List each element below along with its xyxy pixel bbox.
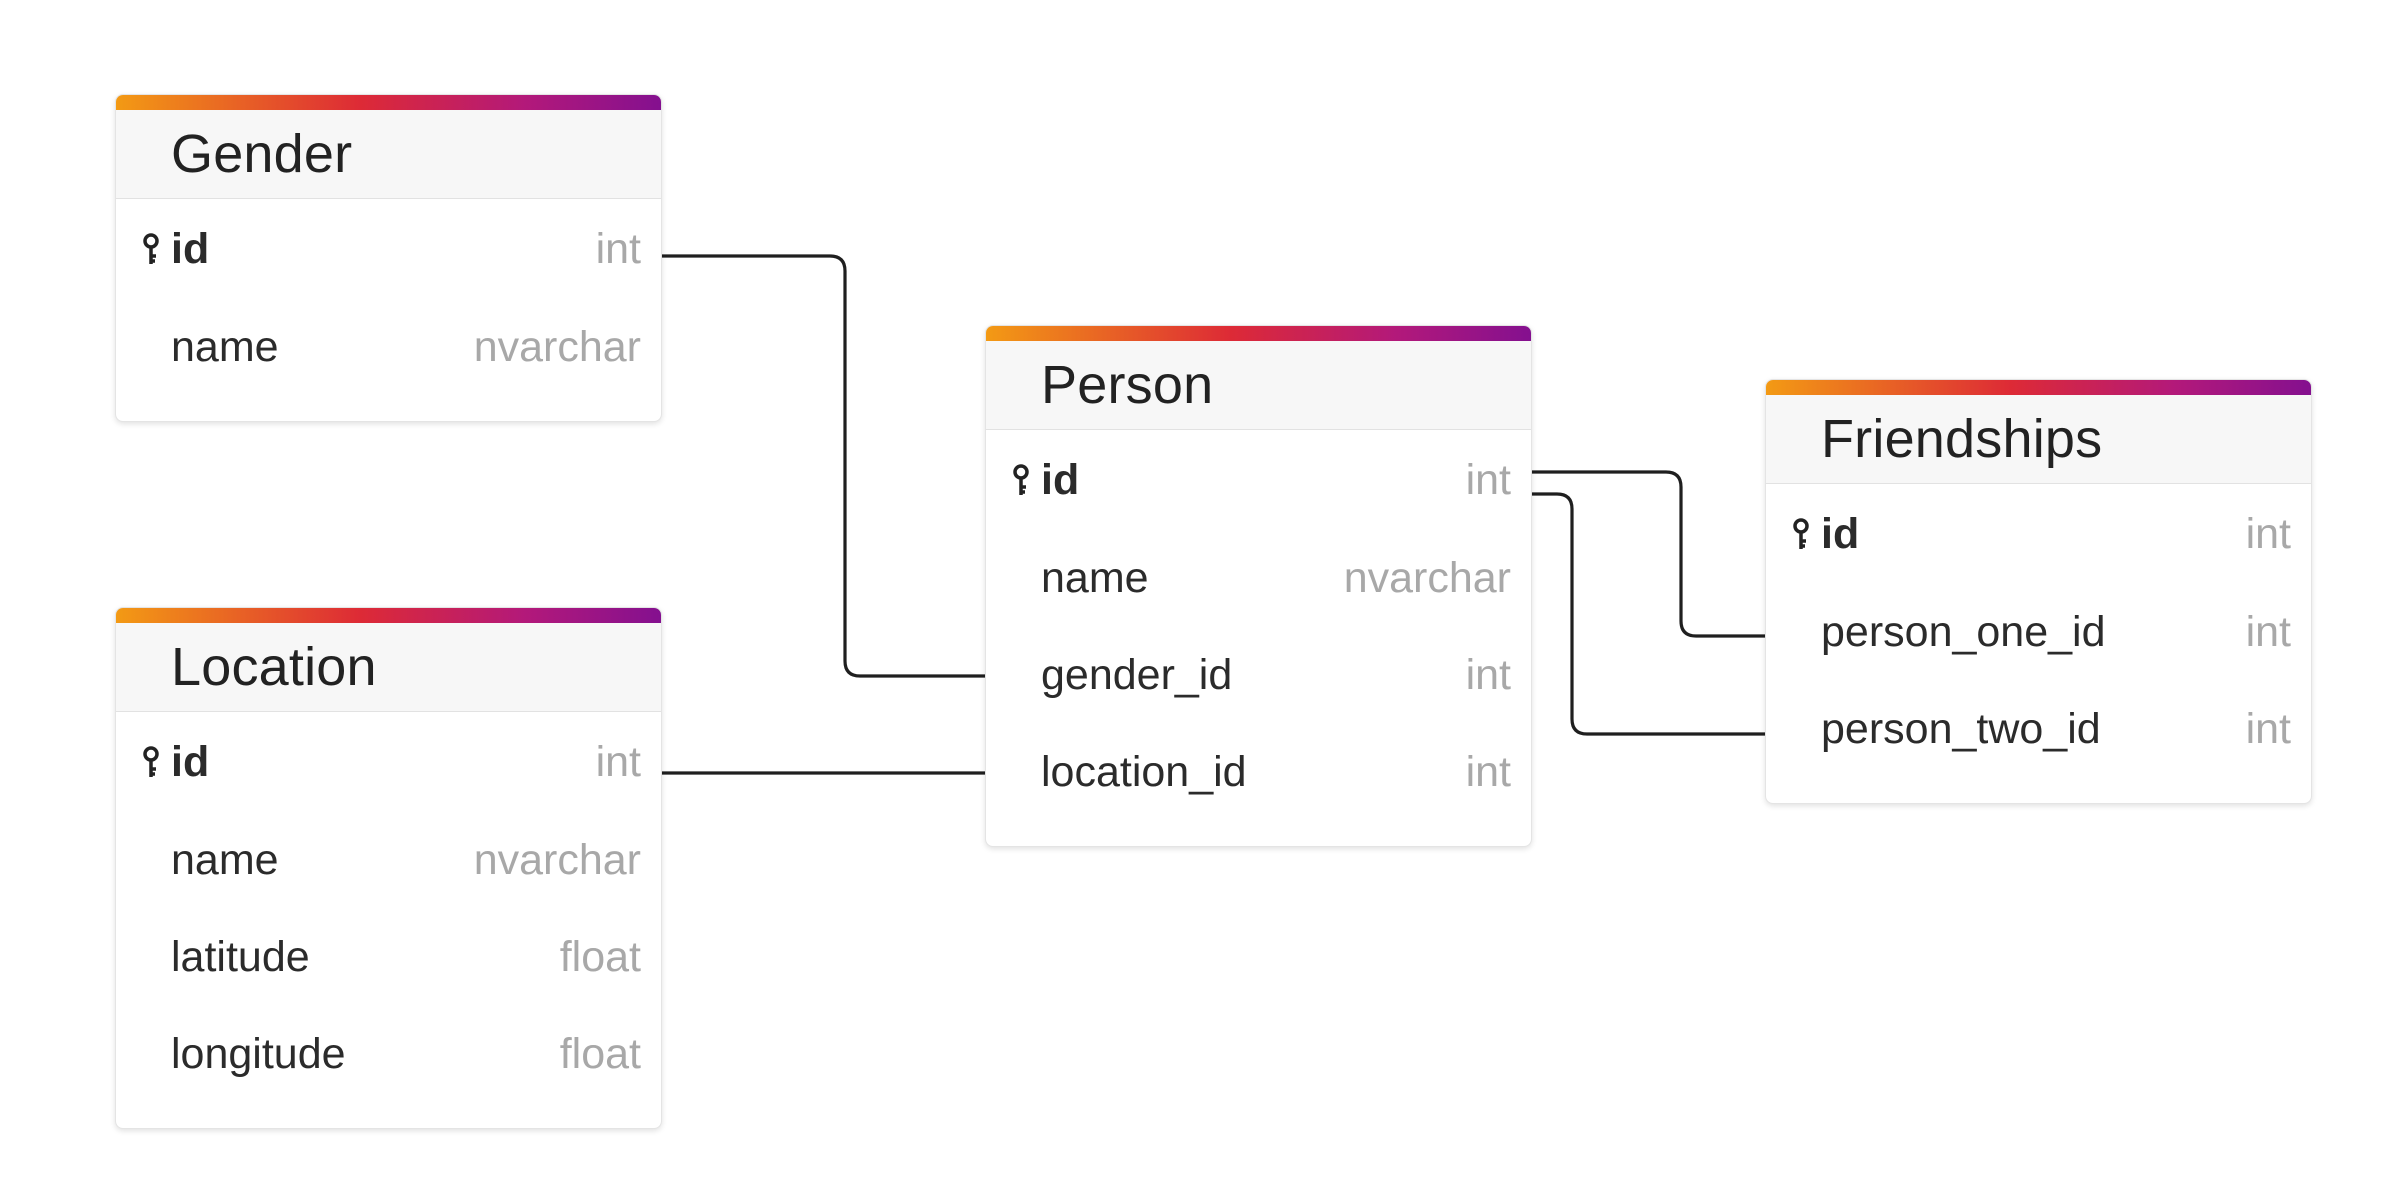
column-row-id[interactable]: id int: [1766, 484, 2311, 584]
column-type: int: [1465, 455, 1511, 504]
column-row-location-id[interactable]: location_id int: [986, 724, 1531, 821]
table-accent-bar: [116, 608, 661, 623]
key-icon: [143, 746, 159, 777]
column-name: id: [171, 737, 210, 786]
column-row-name[interactable]: name nvarchar: [116, 812, 661, 909]
column-name: name: [171, 323, 279, 371]
table-friendships[interactable]: Friendships id int person_one_id int per…: [1765, 379, 2312, 804]
table-title: Person: [1041, 355, 1214, 415]
column-name: person_two_id: [1821, 705, 2101, 753]
table-title: Location: [171, 637, 377, 697]
table-header: Location: [116, 623, 661, 712]
column-name: longitude: [171, 1030, 346, 1078]
table-accent-bar: [1766, 380, 2311, 395]
column-name: location_id: [1041, 748, 1247, 796]
column-name: id: [171, 224, 210, 273]
table-title: Gender: [171, 124, 353, 184]
column-type: int: [1465, 651, 1511, 699]
column-type: nvarchar: [473, 836, 641, 884]
column-type: int: [2245, 705, 2291, 753]
column-name: latitude: [171, 933, 310, 981]
column-type: int: [595, 224, 641, 273]
relation-gender-person: [660, 254, 985, 678]
column-type: float: [559, 933, 641, 981]
table-header: Gender: [116, 110, 661, 199]
column-type: int: [1465, 748, 1511, 796]
key-icon: [1013, 464, 1029, 495]
column-name: gender_id: [1041, 651, 1233, 699]
column-name: id: [1041, 455, 1080, 504]
column-type: nvarchar: [1343, 554, 1511, 602]
column-type: int: [2245, 608, 2291, 656]
column-row-person-one-id[interactable]: person_one_id int: [1766, 584, 2311, 681]
column-row-id[interactable]: id int: [116, 712, 661, 812]
relation-person-friendships-two: [1530, 492, 1765, 736]
column-row-id[interactable]: id int: [986, 430, 1531, 530]
table-gender[interactable]: Gender id int name nvarchar: [115, 94, 662, 422]
table-accent-bar: [986, 326, 1531, 341]
column-row-name[interactable]: name nvarchar: [986, 530, 1531, 627]
column-row-person-two-id[interactable]: person_two_id int: [1766, 681, 2311, 778]
column-type: float: [559, 1030, 641, 1078]
key-icon: [1793, 518, 1809, 549]
table-person[interactable]: Person id int name nvarchar gender_id in…: [985, 325, 1532, 847]
column-row-latitude[interactable]: latitude float: [116, 909, 661, 1006]
column-row-id[interactable]: id int: [116, 199, 661, 299]
column-type: int: [2245, 509, 2291, 558]
key-icon: [143, 233, 159, 264]
table-title: Friendships: [1821, 409, 2103, 469]
column-name: person_one_id: [1821, 608, 2106, 656]
table-header: Friendships: [1766, 395, 2311, 484]
column-row-gender-id[interactable]: gender_id int: [986, 627, 1531, 724]
table-header: Person: [986, 341, 1531, 430]
column-type: int: [595, 737, 641, 786]
column-name: name: [1041, 554, 1149, 602]
column-type: nvarchar: [473, 323, 641, 371]
table-accent-bar: [116, 95, 661, 110]
relation-person-friendships-one: [1530, 470, 1765, 638]
column-name: name: [171, 836, 279, 884]
column-row-name[interactable]: name nvarchar: [116, 299, 661, 396]
table-location[interactable]: Location id int name nvarchar latitude f…: [115, 607, 662, 1129]
column-name: id: [1821, 509, 1860, 558]
column-row-longitude[interactable]: longitude float: [116, 1006, 661, 1103]
